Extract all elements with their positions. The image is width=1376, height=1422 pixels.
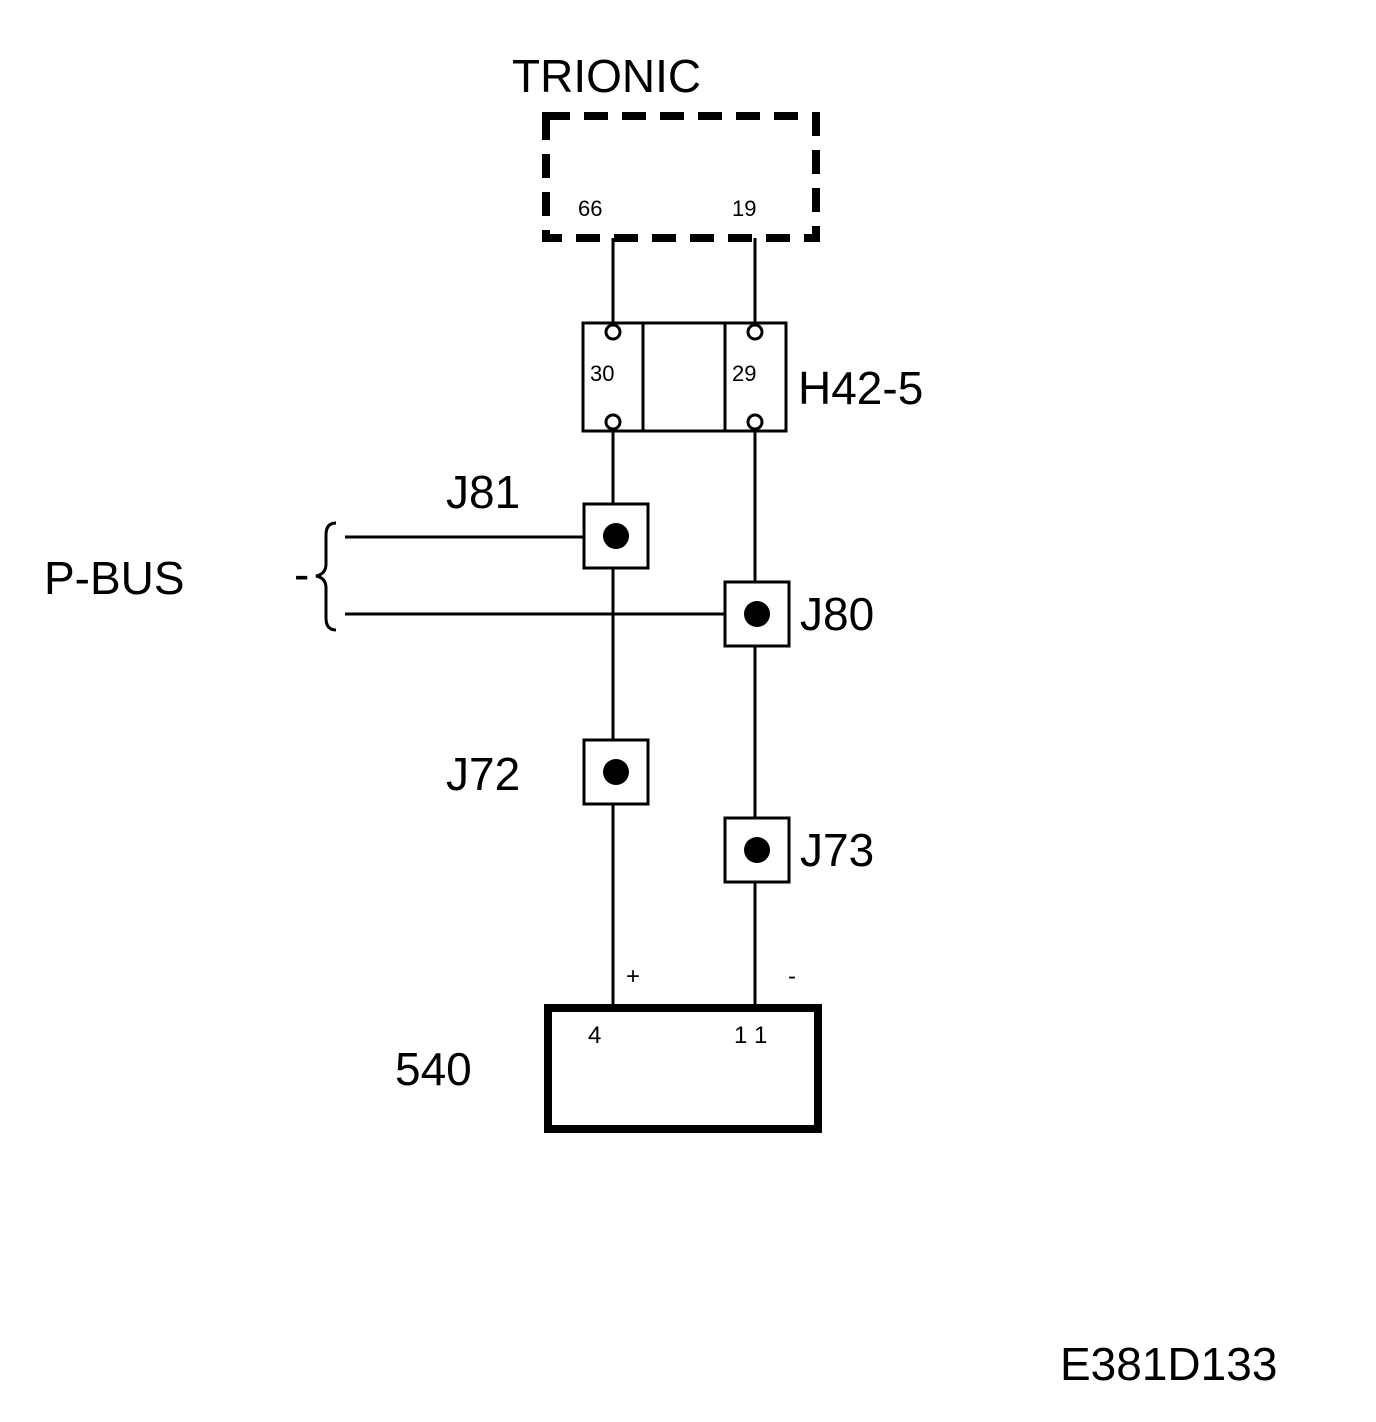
module-polarity-plus: +: [626, 963, 640, 990]
module-pin-4: 4: [588, 1022, 601, 1049]
module-540-box: [544, 1004, 822, 1133]
connector-h42-5-box: [581, 321, 788, 433]
pbus-brace: [315, 521, 337, 632]
connector-terminal-30-top: [604, 323, 622, 341]
connector-label: H42-5: [798, 362, 923, 414]
junction-j72-label: J72: [446, 748, 520, 800]
junction-j81-dot: [603, 523, 629, 549]
trionic-unit-box: [542, 112, 820, 242]
junction-j72-dot: [603, 759, 629, 785]
junction-j80-label: J80: [800, 588, 874, 640]
junction-j73-label: J73: [800, 824, 874, 876]
connector-terminal-30-bottom: [604, 413, 622, 431]
module-polarity-minus: -: [788, 963, 796, 990]
trionic-pin-66: 66: [578, 196, 602, 221]
junction-j73-dot: [744, 837, 770, 863]
junction-j81-label: J81: [446, 466, 520, 518]
trionic-label: TRIONIC: [512, 50, 701, 102]
trionic-pin-19: 19: [732, 196, 756, 221]
module-label: 540: [395, 1043, 472, 1095]
pbus-label: P-BUS: [44, 552, 185, 604]
connector-pin-29: 29: [732, 361, 756, 386]
pbus-dash: -: [294, 548, 309, 600]
connector-terminal-29-top: [746, 323, 764, 341]
module-pin-11: 1 1: [734, 1022, 767, 1049]
connector-pin-30: 30: [590, 361, 614, 386]
figure-id: E381D133: [1060, 1338, 1277, 1390]
connector-terminal-29-bottom: [746, 413, 764, 431]
junction-j80-dot: [744, 601, 770, 627]
